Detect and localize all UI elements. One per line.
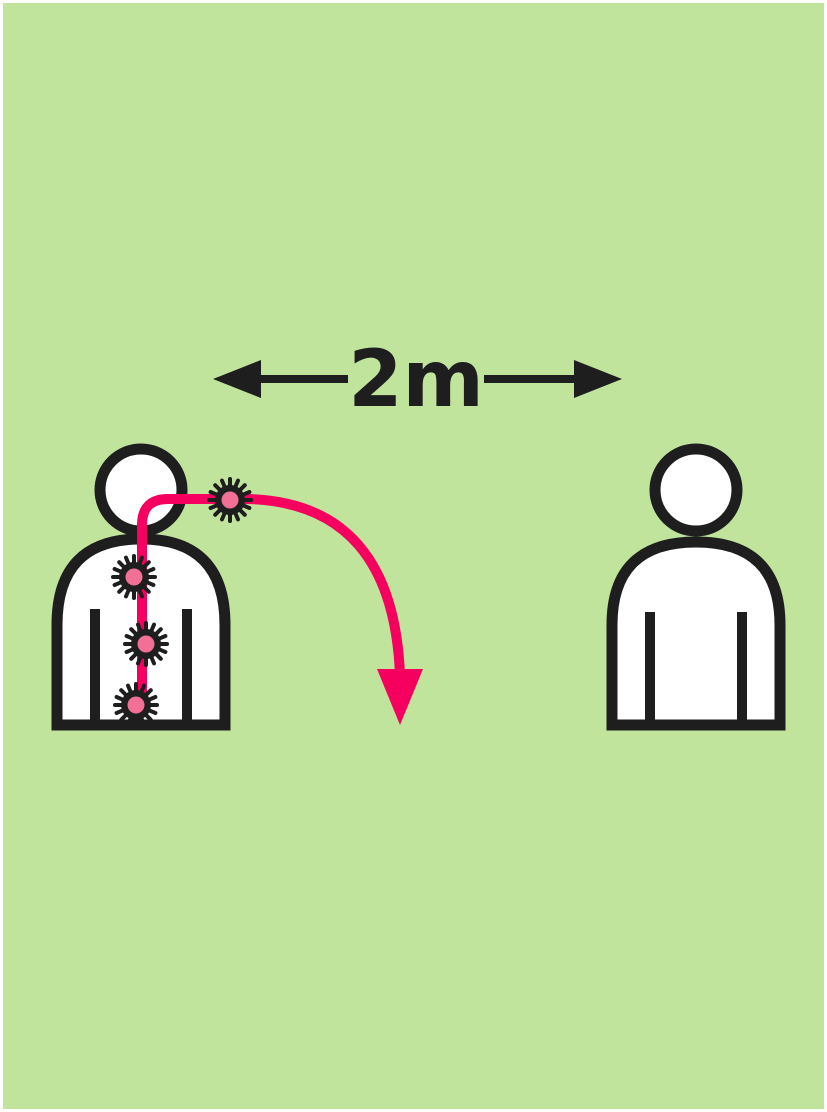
social-distancing-diagram: 2m <box>3 3 824 1109</box>
virus-icon <box>113 556 155 598</box>
virus-icon <box>209 479 251 521</box>
virus-icon <box>125 623 167 665</box>
distance-label: 2m <box>348 335 484 425</box>
virus-icon <box>115 684 157 726</box>
